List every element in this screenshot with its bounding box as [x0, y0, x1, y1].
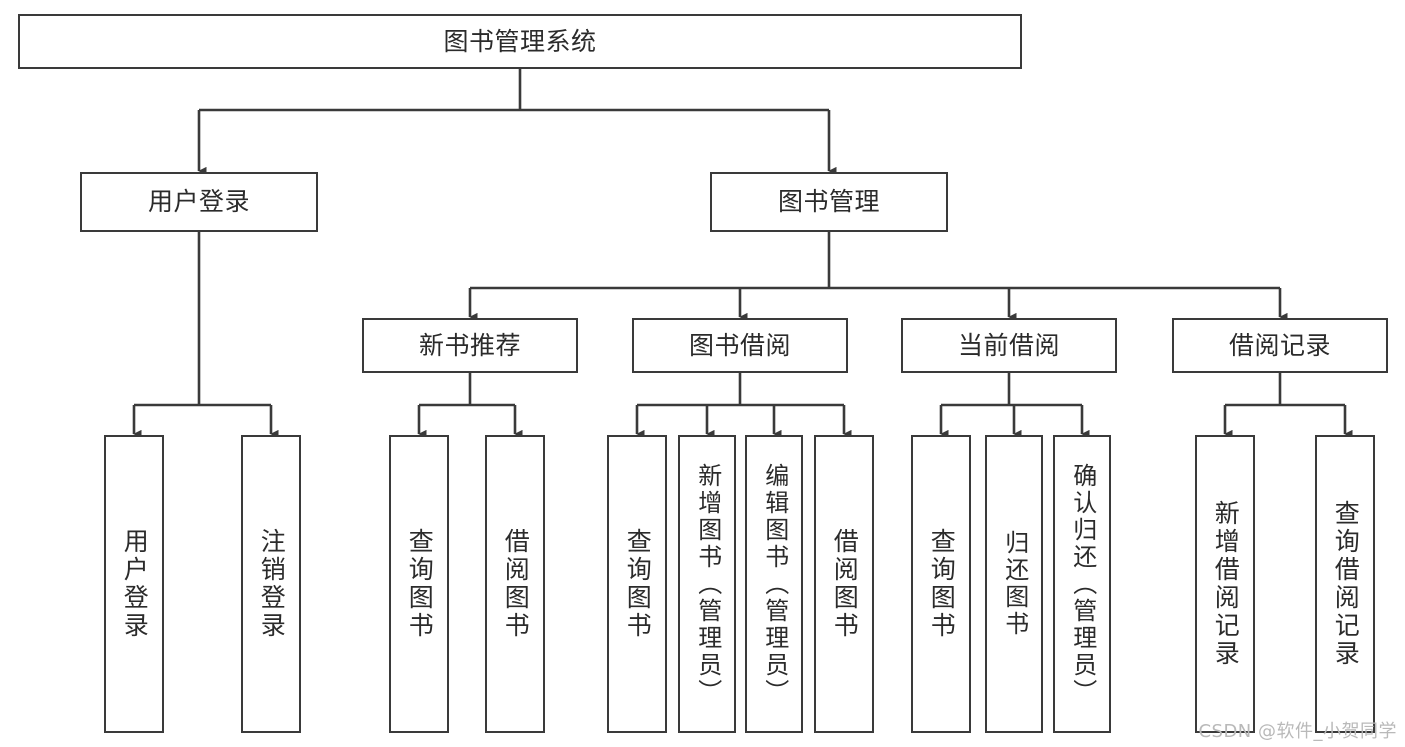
- node-label: 查询图书: [405, 528, 435, 640]
- node-label: 新书推荐: [418, 330, 521, 360]
- node-label: 图书管理系统: [443, 26, 597, 56]
- node-leaf-user-logout[interactable]: 注销登录: [241, 435, 301, 733]
- node-book-borrow[interactable]: 图书借阅: [632, 318, 848, 373]
- node-label: 查询图书: [623, 528, 653, 640]
- node-new-book-rec[interactable]: 新书推荐: [362, 318, 578, 373]
- node-leaf-cur-query[interactable]: 查询图书: [911, 435, 971, 733]
- node-label: 编辑图书（管理员）: [760, 462, 789, 706]
- node-label: 图书管理: [777, 187, 880, 217]
- node-label: 查询图书: [927, 528, 957, 640]
- node-label: 用户登录: [120, 528, 150, 640]
- node-label: 确认归还（管理员）: [1068, 462, 1097, 706]
- node-leaf-cur-confirm[interactable]: 确认归还（管理员）: [1053, 435, 1111, 733]
- node-label: 新增借阅记录: [1211, 500, 1241, 668]
- watermark-text: CSDN @软件_小贺同学: [1198, 721, 1397, 742]
- node-leaf-cur-return[interactable]: 归还图书: [985, 435, 1043, 733]
- node-label: 注销登录: [257, 528, 287, 640]
- node-leaf-borrow-edit[interactable]: 编辑图书（管理员）: [745, 435, 803, 733]
- node-book-manage[interactable]: 图书管理: [710, 172, 948, 232]
- node-leaf-borrow-query[interactable]: 查询图书: [607, 435, 667, 733]
- node-current-borrow[interactable]: 当前借阅: [901, 318, 1117, 373]
- node-label: 新增图书（管理员）: [693, 462, 722, 706]
- node-label: 借阅记录: [1228, 330, 1331, 360]
- node-leaf-borrow-lend[interactable]: 借阅图书: [814, 435, 874, 733]
- node-root[interactable]: 图书管理系统: [18, 14, 1022, 69]
- node-leaf-rec-search[interactable]: 查询借阅记录: [1315, 435, 1375, 733]
- node-label: 借阅图书: [830, 528, 860, 640]
- node-label: 图书借阅: [688, 330, 791, 360]
- node-label: 归还图书: [1000, 530, 1029, 638]
- node-leaf-rec-borrow[interactable]: 借阅图书: [485, 435, 545, 733]
- node-label: 查询借阅记录: [1331, 500, 1361, 668]
- node-borrow-record[interactable]: 借阅记录: [1172, 318, 1388, 373]
- node-label: 借阅图书: [501, 528, 531, 640]
- node-user-login[interactable]: 用户登录: [80, 172, 318, 232]
- node-leaf-borrow-add[interactable]: 新增图书（管理员）: [678, 435, 736, 733]
- node-label: 用户登录: [147, 187, 250, 217]
- node-label: 当前借阅: [957, 330, 1060, 360]
- node-leaf-rec-add[interactable]: 新增借阅记录: [1195, 435, 1255, 733]
- node-leaf-user-login[interactable]: 用户登录: [104, 435, 164, 733]
- node-leaf-rec-query[interactable]: 查询图书: [389, 435, 449, 733]
